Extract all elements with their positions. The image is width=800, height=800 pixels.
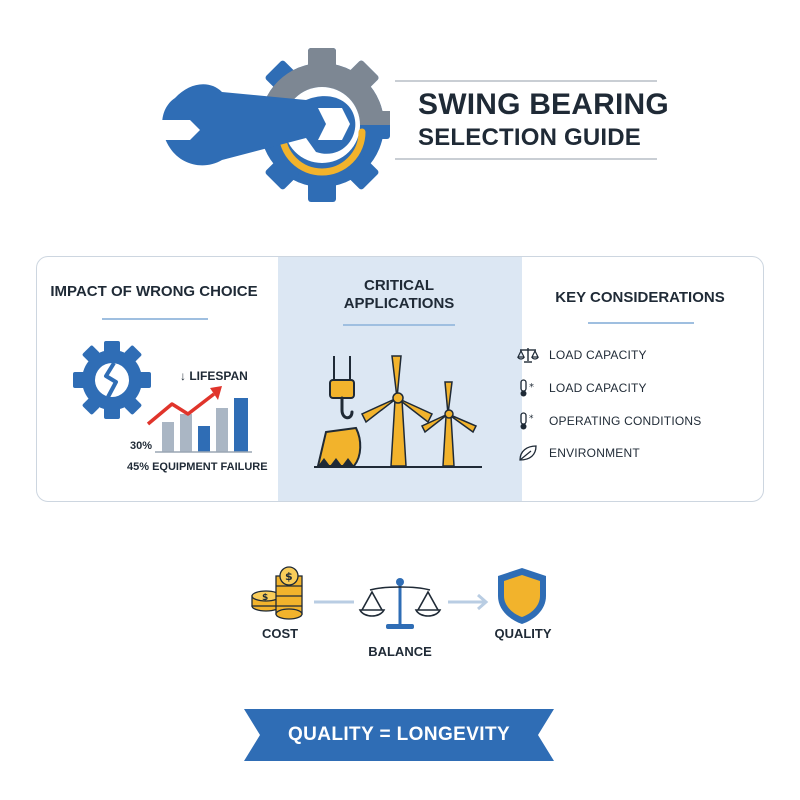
wrench-gear-logo-icon bbox=[160, 48, 390, 202]
applications-title-rule bbox=[343, 324, 455, 326]
banner-text: QUALITY = LONGEVITY bbox=[287, 724, 511, 745]
page-title-line2: SELECTION GUIDE bbox=[418, 124, 642, 151]
bar-1 bbox=[162, 422, 174, 452]
pct-30-label: 30% bbox=[130, 440, 153, 452]
leaf-icon bbox=[519, 445, 537, 461]
bar-4 bbox=[216, 408, 228, 452]
svg-text:$: $ bbox=[285, 570, 293, 583]
title-top-rule bbox=[395, 80, 657, 82]
thermometer-icon: * bbox=[520, 379, 534, 397]
consideration-label: LOAD CAPACITY bbox=[549, 348, 647, 362]
considerations-title-rule bbox=[588, 322, 694, 324]
crane-hook-icon bbox=[329, 356, 355, 420]
thermometer-icon: * bbox=[520, 412, 534, 430]
svg-text:$: $ bbox=[262, 593, 268, 603]
page-title-line1: SWING BEARING bbox=[418, 88, 669, 121]
cost-label: COST bbox=[261, 626, 299, 641]
applications-title-line1: CRITICAL bbox=[364, 277, 434, 294]
shield-icon bbox=[498, 568, 546, 624]
consideration-item: * OPERATING CONDITIONS bbox=[517, 411, 701, 431]
svg-text:*: * bbox=[529, 414, 534, 424]
wrench-icon bbox=[160, 84, 356, 166]
bar-5 bbox=[234, 398, 248, 452]
impact-chart bbox=[73, 341, 252, 453]
balance-scale-icon bbox=[358, 578, 442, 629]
consideration-label: ENVIRONMENT bbox=[549, 446, 640, 460]
bar-chart-icon bbox=[155, 398, 252, 453]
title-bottom-rule bbox=[395, 158, 657, 160]
svg-text:*: * bbox=[529, 382, 534, 393]
quality-label: QUALITY bbox=[494, 626, 552, 641]
applications-title-line2: APPLICATIONS bbox=[343, 295, 455, 312]
impact-title: IMPACT OF WRONG CHOICE bbox=[50, 283, 258, 300]
consideration-item: ENVIRONMENT bbox=[517, 443, 640, 463]
consideration-item: LOAD CAPACITY bbox=[517, 345, 647, 365]
scale-icon bbox=[517, 348, 539, 363]
bar-3 bbox=[198, 426, 210, 452]
quality-banner bbox=[244, 709, 554, 761]
lifespan-label: ↓ LIFESPAN bbox=[180, 369, 248, 383]
consideration-label: OPERATING CONDITIONS bbox=[549, 414, 702, 428]
excavator-bucket-icon bbox=[316, 426, 362, 467]
wind-turbine-small-icon bbox=[420, 381, 478, 467]
considerations-title: KEY CONSIDERATIONS bbox=[555, 289, 725, 306]
consideration-item: * LOAD CAPACITY bbox=[517, 378, 647, 398]
broken-gear-icon bbox=[73, 341, 151, 419]
bar-2 bbox=[180, 414, 192, 452]
connector-arrow bbox=[477, 593, 489, 611]
impact-title-rule bbox=[102, 318, 208, 320]
balance-illustration: $ $ bbox=[251, 566, 546, 629]
failure-label: 45% EQUIPMENT FAILURE bbox=[127, 461, 268, 473]
balance-label: BALANCE bbox=[368, 644, 432, 659]
wind-turbine-icon bbox=[360, 355, 434, 467]
trend-arrow-icon bbox=[146, 386, 222, 426]
applications-illustration bbox=[314, 355, 482, 468]
coins-icon: $ $ bbox=[251, 566, 303, 620]
consideration-label: LOAD CAPACITY bbox=[549, 381, 647, 395]
